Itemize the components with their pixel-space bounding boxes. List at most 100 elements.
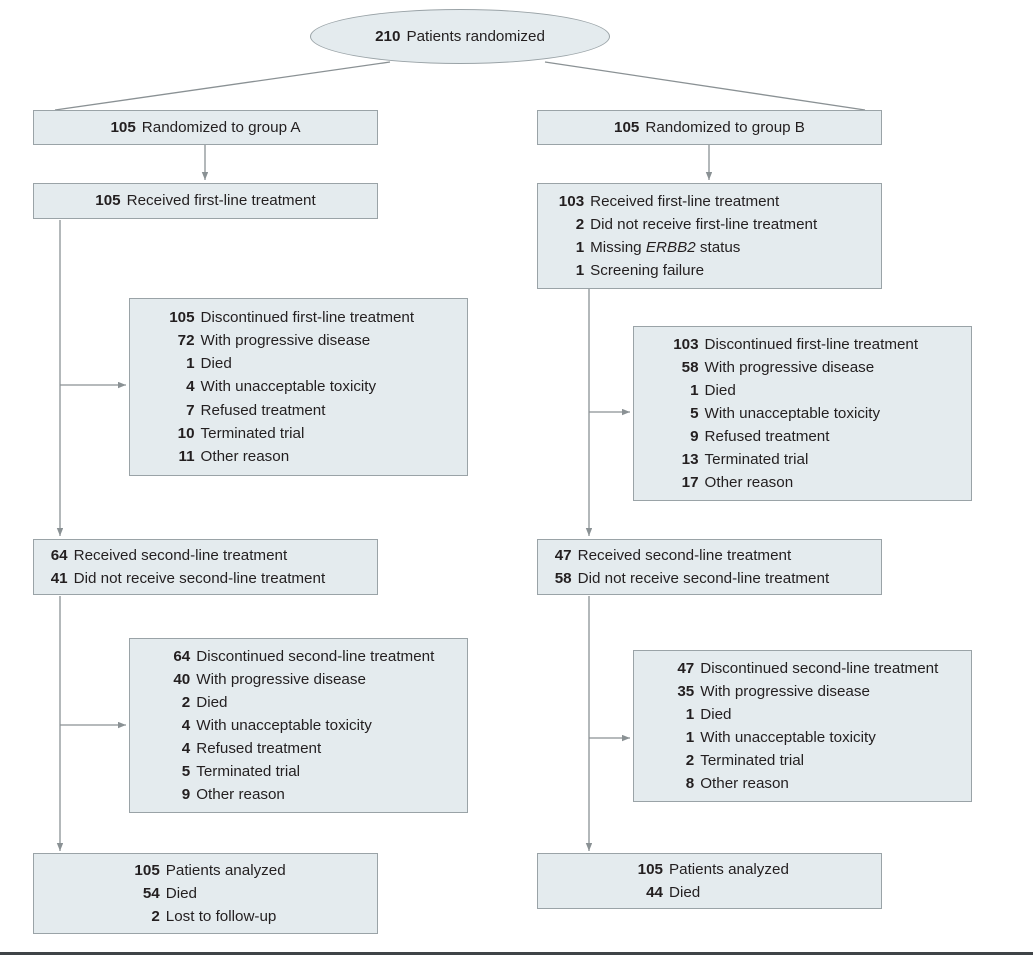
- row-label: With unacceptable toxicity: [704, 404, 881, 422]
- row-number: 105: [95, 192, 121, 210]
- group-a-randomized-rows: 105 Randomized to group A: [110, 116, 300, 139]
- row-label: Did not receive first-line treatment: [590, 215, 818, 233]
- row-number: 105: [637, 860, 663, 878]
- node-row: 4 Refused treatment: [152, 737, 467, 760]
- row-number: 1: [690, 381, 699, 399]
- row-number: 64: [173, 647, 191, 665]
- row-label: Discontinued second-line treatment: [700, 659, 939, 677]
- row-label: Patients analyzed: [669, 860, 789, 878]
- row-number: 1: [186, 355, 195, 373]
- node-row: 64 Discontinued second-line treatment: [152, 645, 467, 668]
- row-number: 58: [554, 570, 572, 587]
- row-label: Terminated trial: [200, 424, 305, 442]
- row-label: Refused treatment: [704, 428, 830, 446]
- row-number: 10: [177, 424, 195, 442]
- row-label: Received first-line treatment: [590, 192, 780, 210]
- row-number: 72: [177, 332, 195, 350]
- row-label: Died: [700, 705, 732, 723]
- node-row: 105 Patients analyzed: [630, 858, 789, 881]
- row-number: 9: [690, 428, 699, 446]
- row-number: 1: [575, 239, 585, 256]
- node-row: 9 Refused treatment: [656, 425, 971, 448]
- row-number: 2: [151, 908, 160, 926]
- row-label: Discontinued second-line treatment: [196, 647, 435, 665]
- row-label: Received first-line treatment: [126, 192, 316, 210]
- row-number: 1: [575, 262, 585, 280]
- row-number: 4: [181, 716, 191, 734]
- row-number: 9: [181, 786, 191, 804]
- row-number: 8: [685, 775, 695, 793]
- head-rows: 210 Patients randomized: [375, 28, 545, 45]
- row-label: Discontinued first-line treatment: [200, 309, 415, 327]
- row-number: 1: [685, 729, 695, 746]
- row-label: Received second-line treatment: [73, 546, 288, 564]
- row-label: Refused treatment: [196, 740, 322, 758]
- node-group-b-randomized: 105 Randomized to group B: [537, 110, 882, 145]
- row-label: With progressive disease: [196, 670, 366, 688]
- row-label: Died: [704, 381, 736, 399]
- row-label: Randomized to group A: [141, 118, 301, 136]
- row-number: 2: [575, 215, 585, 233]
- row-number: 105: [614, 118, 640, 136]
- row-label: Received second-line treatment: [577, 546, 792, 564]
- row-label: Terminated trial: [700, 752, 805, 770]
- node-row: 105 Received first-line treatment: [95, 189, 315, 212]
- row-number: 44: [646, 884, 663, 901]
- row-label: Other reason: [700, 775, 789, 793]
- row-label: Died: [196, 693, 228, 711]
- row-label: Terminated trial: [704, 451, 809, 469]
- head-number: 210: [375, 28, 401, 45]
- node-row: 1 Missing ERBB2 status: [550, 236, 881, 259]
- node-row: 41 Did not receive second-line treatment: [46, 567, 377, 590]
- row-number: 41: [50, 570, 68, 587]
- row-number: 54: [142, 884, 160, 902]
- row-number: 1: [685, 705, 695, 723]
- row-number: 4: [181, 740, 191, 758]
- row-number: 7: [186, 401, 195, 419]
- row-label: Did not receive second-line treatment: [73, 570, 326, 587]
- node-rows: 105 Received first-line treatment: [95, 189, 315, 212]
- row-label: Missing ERBB2 status: [590, 239, 741, 256]
- bottom-divider: [0, 952, 1033, 955]
- node-row: 10 Terminated trial: [152, 422, 467, 445]
- node-row: 2 Did not receive first-line treatment: [550, 213, 881, 236]
- row-number: 105: [110, 118, 136, 136]
- node-row: 13 Terminated trial: [656, 448, 971, 471]
- row-label: Other reason: [196, 786, 285, 804]
- row-label: With unacceptable toxicity: [200, 378, 377, 396]
- row-number: 13: [681, 451, 699, 469]
- gene-symbol: ERBB2: [645, 239, 696, 256]
- row-label: With progressive disease: [200, 332, 371, 350]
